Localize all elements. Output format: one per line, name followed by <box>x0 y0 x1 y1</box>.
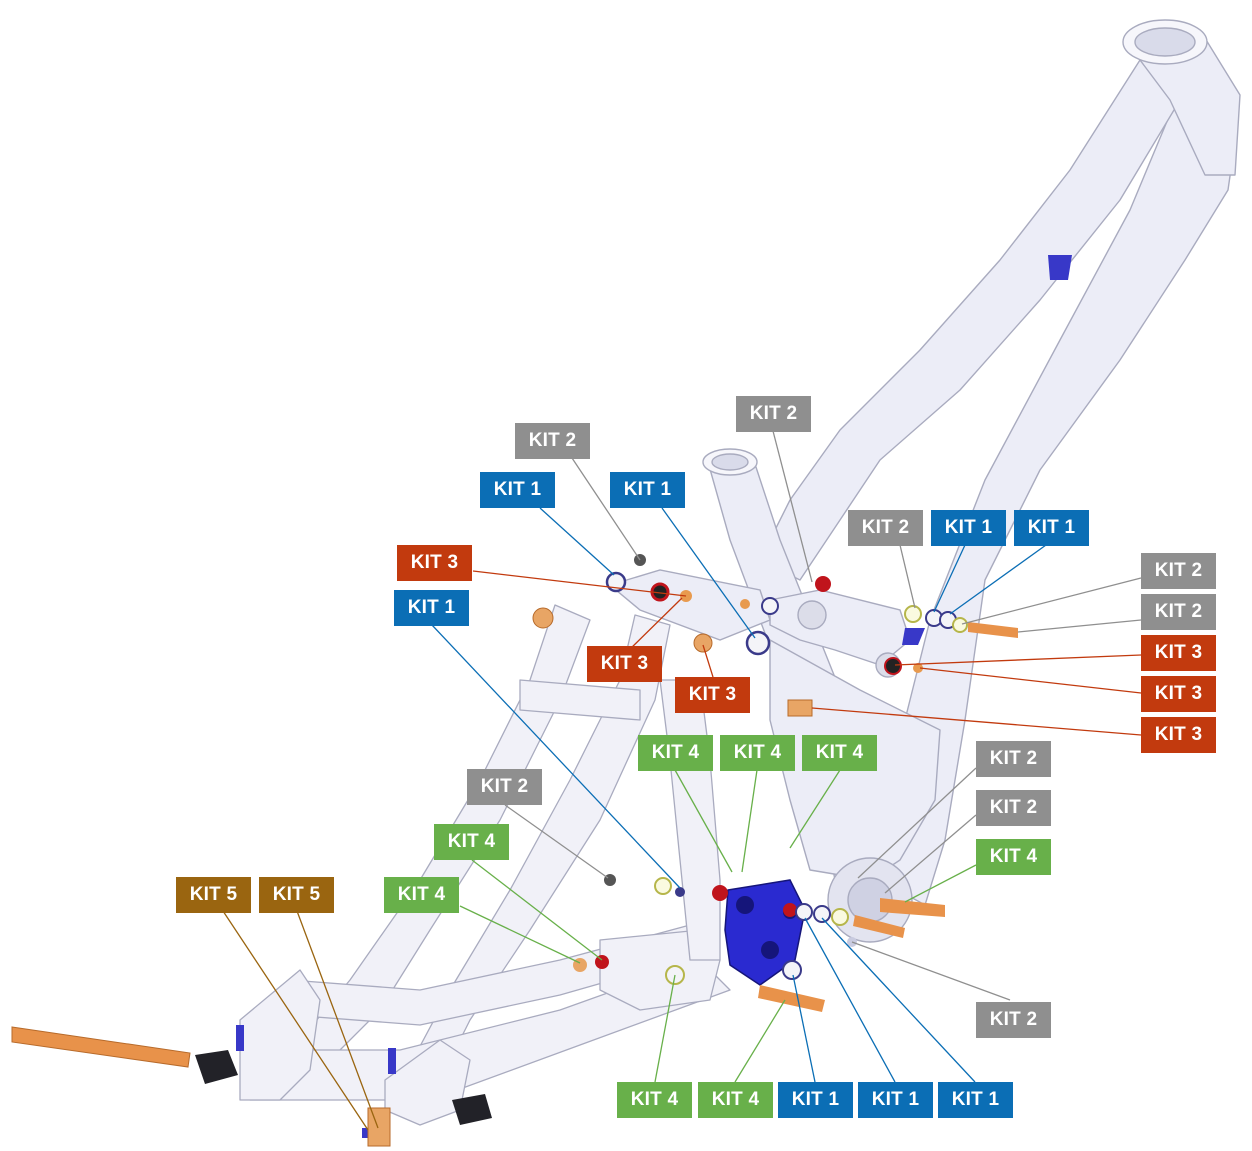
kit-label-kit3: KIT 3 <box>675 677 750 713</box>
kit-label-kit1: KIT 1 <box>858 1082 933 1118</box>
kit-label-kit1: KIT 1 <box>394 590 469 626</box>
front-triangle <box>702 19 1241 943</box>
kit-label-kit2: KIT 2 <box>1141 553 1216 589</box>
cable-guide <box>1048 255 1072 280</box>
pivot-washer-b <box>952 617 968 633</box>
pivot-washer-a <box>904 605 922 623</box>
kit-label-kit2: KIT 2 <box>467 769 542 805</box>
kit-label-kit4: KIT 4 <box>384 877 459 913</box>
kit-label-kit3: KIT 3 <box>397 545 472 581</box>
blue-bolt-2 <box>388 1048 396 1074</box>
left-dropout <box>239 969 321 1101</box>
lower-red-nut-2 <box>712 885 728 901</box>
rear-triangle <box>239 604 731 1126</box>
rear-axle <box>11 1026 191 1068</box>
kit-label-kit2: KIT 2 <box>848 510 923 546</box>
kit-label-kit4: KIT 4 <box>976 839 1051 875</box>
lower-red-nut-3 <box>783 903 797 917</box>
blue-bolt-1 <box>236 1025 244 1051</box>
kit-label-kit1: KIT 1 <box>938 1082 1013 1118</box>
kit-label-kit4: KIT 4 <box>698 1082 773 1118</box>
kit-label-kit4: KIT 4 <box>638 735 713 771</box>
stay-bearing-1 <box>654 877 672 895</box>
axle-end-cap-left <box>195 1050 238 1084</box>
kit-label-kit1: KIT 1 <box>480 472 555 508</box>
stay-bridge <box>519 679 641 721</box>
lower-bearing-2 <box>813 905 831 923</box>
kit-label-kit2: KIT 2 <box>976 790 1051 826</box>
rocker-bearing-3 <box>761 597 779 615</box>
kit-label-kit2: KIT 2 <box>1141 594 1216 630</box>
shock-washer <box>884 657 902 675</box>
kit-label-kit4: KIT 4 <box>802 735 877 771</box>
axle-end-cap-right <box>452 1094 492 1125</box>
rocker-bolt-head-1 <box>532 607 554 629</box>
seat-tube-bore <box>711 453 749 471</box>
top-tube <box>759 59 1181 581</box>
lower-axle-2 <box>880 898 945 917</box>
kit-label-kit4: KIT 4 <box>617 1082 692 1118</box>
kit-label-kit5: KIT 5 <box>176 877 251 913</box>
derailleur-hanger <box>367 1107 391 1147</box>
head-tube-bore <box>1134 27 1196 57</box>
kit-label-kit3: KIT 3 <box>1141 717 1216 753</box>
kit-label-kit2: KIT 2 <box>515 423 590 459</box>
lower-bearing-1 <box>795 903 813 921</box>
derailleur-clip <box>902 628 925 645</box>
rocker-bolt-3 <box>740 599 750 609</box>
lower-bearing-3 <box>782 960 802 980</box>
lower-red-nut-1 <box>595 955 609 969</box>
kit-label-kit4: KIT 4 <box>434 824 509 860</box>
lower-axle-1 <box>758 985 825 1012</box>
kit-label-kit2: KIT 2 <box>736 396 811 432</box>
kit-label-kit3: KIT 3 <box>1141 635 1216 671</box>
hardware <box>11 255 1072 1147</box>
lower-axle-3 <box>853 915 905 938</box>
kit-label-kit1: KIT 1 <box>1014 510 1089 546</box>
pivot-axle <box>968 622 1018 638</box>
stay-washer-2 <box>675 887 685 897</box>
leader-lines <box>222 430 1142 1131</box>
kit-label-kit3: KIT 3 <box>587 646 662 682</box>
down-tube <box>874 94 1239 906</box>
kit-label-kit2: KIT 2 <box>976 741 1051 777</box>
lower-washer-1 <box>831 908 849 926</box>
seat-collar-nut <box>815 576 831 592</box>
shock-mount-bolt <box>787 699 813 717</box>
kit-label-kit1: KIT 1 <box>931 510 1006 546</box>
rocker-bolt-2 <box>693 633 713 653</box>
rocker-bearing-2 <box>745 630 771 656</box>
kit-label-kit1: KIT 1 <box>610 472 685 508</box>
kit-label-kit2: KIT 2 <box>976 1002 1051 1038</box>
rear-vertical-member <box>659 679 721 961</box>
rocker-bearing-1 <box>605 571 627 593</box>
kit-label-kit4: KIT 4 <box>720 735 795 771</box>
shock-bolt <box>913 663 923 673</box>
kit-label-kit1: KIT 1 <box>778 1082 853 1118</box>
kit-label-kit3: KIT 3 <box>1141 676 1216 712</box>
chain-stay-lower <box>239 959 731 1101</box>
kit-label-kit5: KIT 5 <box>259 877 334 913</box>
